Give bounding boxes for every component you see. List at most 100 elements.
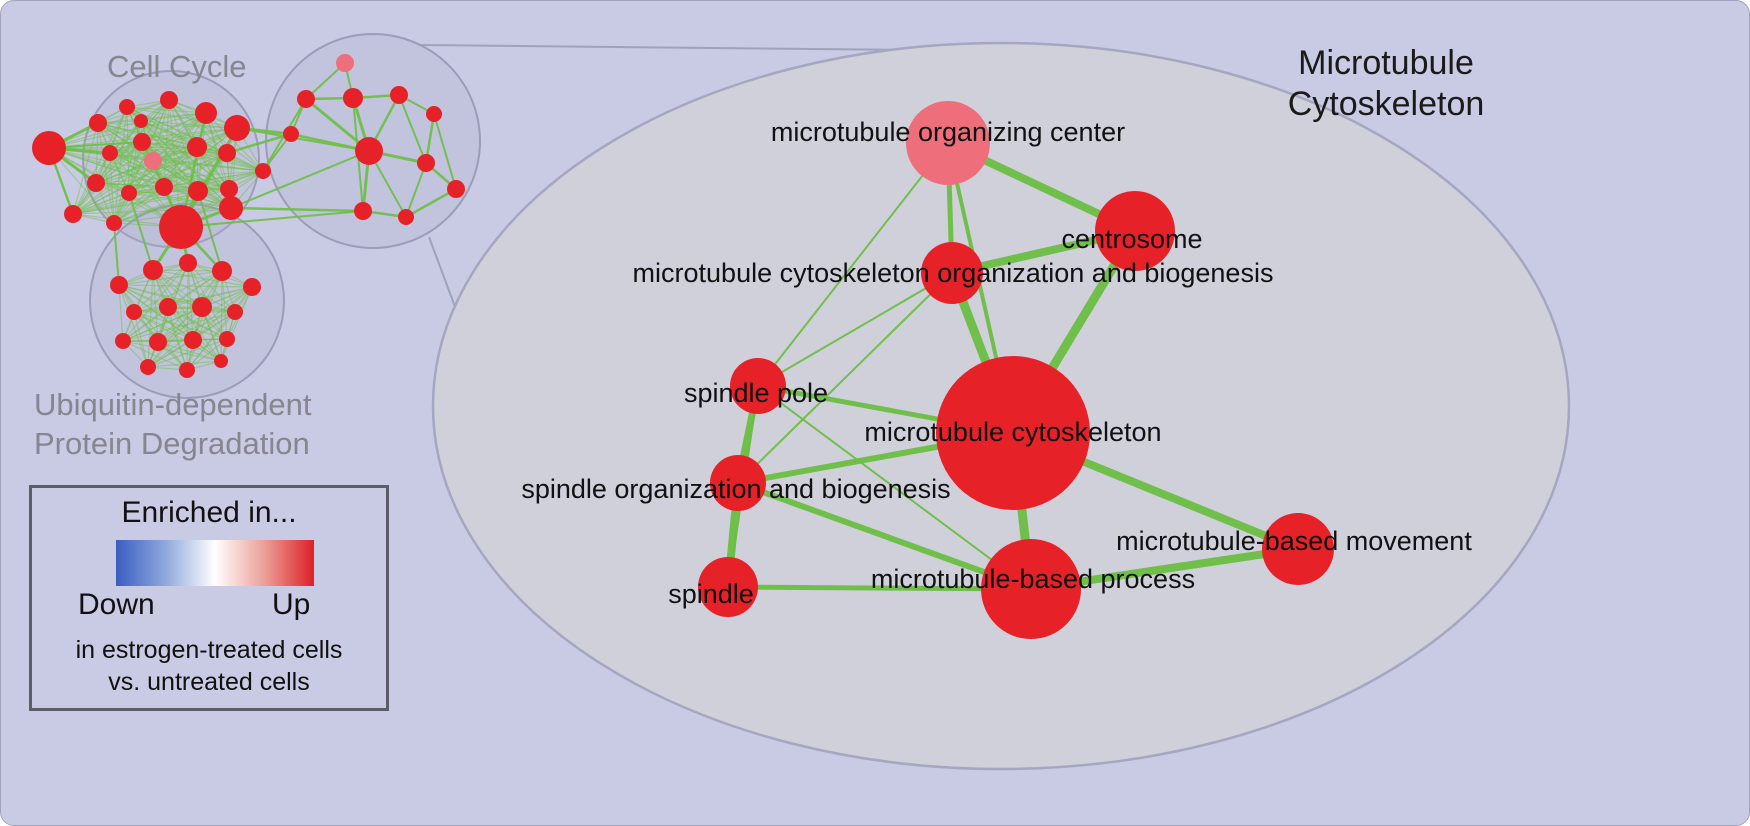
- mini-edge: [205, 112, 230, 190]
- mini-node-m4: [390, 86, 408, 104]
- mini-edge: [97, 122, 264, 172]
- mini-edge: [157, 270, 223, 343]
- mini-edge: [122, 306, 203, 342]
- mini-edge: [152, 160, 230, 190]
- mini-edge: [109, 152, 264, 172]
- mini-edge: [72, 190, 199, 215]
- mini-edge: [72, 186, 165, 215]
- mini-node-u15: [179, 362, 195, 378]
- mini-edge: [72, 207, 232, 215]
- mini-edge: [122, 286, 253, 342]
- legend-up-label: Up: [272, 588, 311, 621]
- mini-edge: [118, 284, 124, 342]
- mini-edge: [95, 112, 207, 184]
- legend-caption-line2: vs. untreated cells: [108, 668, 310, 696]
- cluster-label-cell-cycle: Cell Cycle: [107, 49, 247, 84]
- mini-edge: [167, 270, 223, 308]
- mini-edge: [152, 99, 170, 162]
- mini-edge: [226, 132, 292, 155]
- mini-node-c20: [219, 196, 243, 220]
- mini-edge: [163, 112, 207, 188]
- mini-edge: [48, 146, 198, 149]
- mini-edge: [113, 106, 128, 224]
- mini-node-c6: [224, 115, 250, 141]
- mini-edge: [128, 112, 207, 194]
- mini-node-m9: [447, 180, 465, 198]
- mini-edge: [192, 286, 253, 341]
- mini-edge: [220, 286, 253, 362]
- mini-edge: [140, 120, 228, 154]
- legend-caption: in estrogen-treated cells vs. untreated …: [32, 634, 386, 698]
- mini-edge: [140, 120, 238, 129]
- mini-edge: [128, 152, 228, 194]
- mini-node-c11: [218, 144, 236, 162]
- mini-edge: [128, 127, 238, 194]
- mini-edge: [140, 120, 232, 209]
- mini-edge: [152, 112, 207, 162]
- edge-moc-spindle_pole: [757, 142, 949, 387]
- mini-edge: [163, 170, 264, 188]
- node-label-mcob: microtubule cytoskeleton organization an…: [633, 258, 1274, 288]
- mini-edge: [118, 284, 194, 341]
- mini-edge: [118, 284, 253, 288]
- mini-edge: [186, 270, 223, 371]
- mini-node-u11: [149, 333, 167, 351]
- mini-edge: [152, 269, 228, 340]
- mini-edge: [122, 338, 228, 342]
- mini-edge: [152, 269, 159, 343]
- mini-node-u6: [126, 304, 142, 320]
- mini-edge: [186, 338, 228, 371]
- legend-down-label: Down: [78, 588, 155, 621]
- cluster-label-microtubule-line1: Microtubule: [1298, 44, 1474, 82]
- mini-node-c18: [106, 215, 122, 231]
- node-label-moc: microtubule organizing center: [771, 117, 1125, 147]
- mini-node-c1: [32, 131, 66, 165]
- node-mcob: [921, 242, 983, 304]
- mini-node-u13: [219, 331, 235, 347]
- mini-node-m5: [426, 106, 442, 122]
- mini-edge: [230, 206, 364, 213]
- mini-node-u1: [110, 276, 128, 294]
- mini-edge: [133, 262, 189, 313]
- mini-edge: [163, 99, 170, 188]
- mini-node-u5: [243, 278, 261, 296]
- mini-edge: [163, 127, 238, 188]
- node-mbp: [981, 539, 1081, 639]
- mini-node-u7: [159, 298, 177, 316]
- mini-edge: [97, 122, 238, 129]
- mini-edge: [72, 120, 142, 215]
- mini-edge: [167, 306, 188, 371]
- mini-node-c3: [119, 99, 135, 115]
- mini-edge: [72, 192, 130, 215]
- mini-edge: [109, 106, 128, 154]
- mini-edge: [122, 340, 188, 371]
- mini-node-c9: [144, 152, 162, 170]
- node-label-mc: microtubule cytoskeleton: [864, 417, 1161, 447]
- mini-edge: [433, 113, 457, 190]
- mini-edge: [72, 112, 207, 215]
- mini-edge: [197, 190, 223, 272]
- mini-edge: [133, 311, 228, 340]
- mini-edge: [122, 306, 169, 342]
- mini-edge: [163, 152, 228, 188]
- mini-edge: [141, 141, 264, 172]
- mini-edge: [128, 188, 230, 194]
- mini-node-u2: [143, 260, 163, 280]
- mini-edge: [97, 122, 232, 209]
- node-mc: [936, 356, 1090, 510]
- node-label-sob: spindle organization and biogenesis: [521, 474, 950, 504]
- node-spindle_pole: [730, 358, 786, 414]
- mini-edge: [147, 286, 253, 368]
- mini-edge: [95, 152, 228, 184]
- mini-node-m6: [283, 126, 299, 142]
- cluster-label-ubiquitin: Ubiquitin-dependent Protein Degradation: [34, 385, 312, 463]
- mini-edge: [109, 152, 230, 190]
- mini-edge: [141, 141, 228, 154]
- mini-edge: [152, 152, 228, 162]
- edge-mcob-spindle_pole: [757, 272, 953, 387]
- mini-edge: [152, 269, 253, 288]
- mini-edge: [118, 270, 223, 286]
- mini-edge: [95, 106, 128, 184]
- mini-edge: [97, 122, 165, 188]
